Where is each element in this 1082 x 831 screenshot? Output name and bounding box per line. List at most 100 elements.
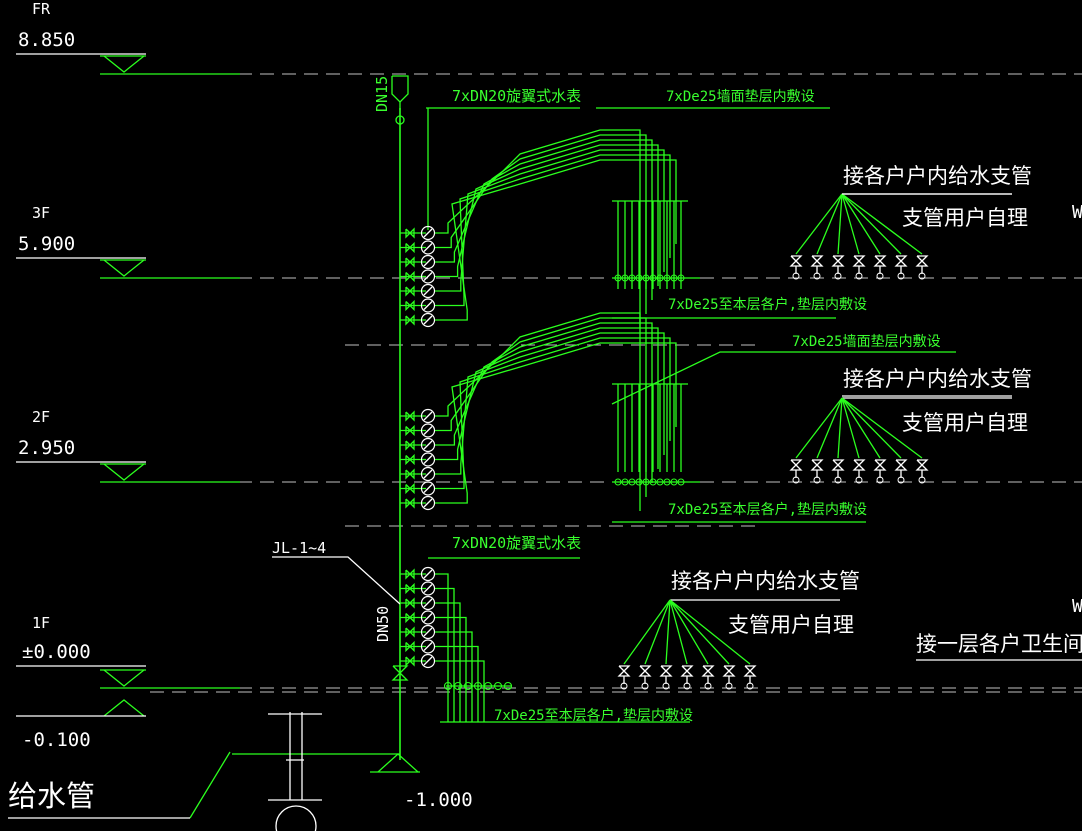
meter-note-1f: 7xDN20旋翼式水表 <box>452 534 581 552</box>
floor-3f-branch-cap <box>813 272 821 280</box>
floor-2f-fan-pipe <box>434 332 665 475</box>
floor-2f-branch-cap <box>918 476 926 484</box>
floor-3f-meter-dial <box>423 257 433 267</box>
floor-3f-branch-valve <box>789 255 803 267</box>
floor-1f-branch-valve <box>722 665 736 677</box>
floor-1f-meter-valve <box>405 597 415 609</box>
floor-3f-meter-valve <box>405 285 415 297</box>
floor-1f-branch-pipe <box>434 660 485 722</box>
floor-1f-branch-fan-line <box>669 599 730 665</box>
floor-2f-branch-valve <box>789 459 803 471</box>
riser-tag-leader <box>272 556 401 605</box>
floor-3f-branch-cap <box>855 272 863 280</box>
floor-3f-joint <box>656 274 664 282</box>
floor-3f-water-meter <box>420 298 436 313</box>
level-minus-0100: -0.100 <box>22 729 91 751</box>
floor-1f-branch-cap <box>662 682 670 690</box>
floor-3f-branch-fan-line <box>837 193 843 255</box>
floor-3f-branch-cap <box>876 272 884 280</box>
floor-1f-branch-cap <box>746 682 754 690</box>
floor-1f-branch-pipe <box>434 587 455 722</box>
floor-3f-meter-valve <box>405 256 415 268</box>
floor-1f-branch-cap <box>725 682 733 690</box>
floor-1f-water-meter <box>420 595 436 611</box>
floor-1f-water-meter <box>420 653 436 669</box>
floor-3f-branch-valve <box>831 255 845 267</box>
floor-1f-branch-cap <box>641 682 649 690</box>
floor-3f-branch-fan-line <box>816 193 843 255</box>
floor-1f-branch-cap <box>620 682 628 690</box>
floor-note-3f: 7xDe25至本层各户,垫层内敷设 <box>668 296 867 313</box>
floor-1f-branch-pipe <box>434 573 449 722</box>
floor-2f-branch-cap <box>792 476 800 484</box>
floor-1f-meter-dial <box>423 656 433 666</box>
floor-3f-water-meter <box>420 283 436 299</box>
floor-3f-meter-dial <box>423 228 433 238</box>
supply-label: 给水管 <box>8 779 95 813</box>
floor-2f-meter-dial <box>423 411 433 421</box>
floor-1f-joint <box>503 681 513 691</box>
floor-1f-meter-dial <box>423 627 433 637</box>
floor-2f-joint <box>656 478 664 486</box>
floor-3f-branch-valve <box>915 255 929 267</box>
level-triangle <box>103 259 145 277</box>
floor-1f-meter-valve <box>405 655 415 667</box>
floor-3f-branch-valve <box>894 255 908 267</box>
floor-3f-water-meter <box>420 312 436 328</box>
floor-2f-meter-dial <box>423 469 433 479</box>
floor-3f-joint <box>649 274 657 282</box>
floor-1f-water-meter <box>420 639 436 654</box>
sewer-note: 接一层各户卫生间污水管 <box>916 632 1082 656</box>
floor-3f-meter-valve <box>405 299 415 312</box>
floor-note-2f: 7xDe25至本层各户,垫层内敷设 <box>668 501 867 518</box>
floor-1f-water-meter <box>420 610 436 625</box>
manhole-circle <box>275 805 317 831</box>
floor-2f-joint <box>621 478 629 486</box>
floor-2f-branch-cap <box>897 476 905 484</box>
floor-2f-joint <box>635 478 643 486</box>
wall-2f-leader <box>611 351 956 405</box>
pipe-network <box>8 53 1082 819</box>
riser-top-size: DN15 <box>373 76 391 112</box>
floor-2f-joint <box>677 478 685 486</box>
floor-2f-meter-valve <box>405 468 415 480</box>
floor-3f-meter-dial <box>423 315 433 325</box>
floor-3f-branch-cap <box>897 272 905 280</box>
floor-1f-branch-pipe <box>434 645 479 722</box>
floor-3f-fan-pipe <box>434 154 671 307</box>
floor-3f-fan-pipe <box>434 159 677 321</box>
floor-3f-branch-cap <box>792 272 800 280</box>
floor-1f-meter-dial <box>423 569 433 579</box>
level-1f-floor: 1F <box>32 614 50 632</box>
floor-1f-water-meter <box>420 624 436 640</box>
floor-2f-meter-valve <box>405 424 415 437</box>
floor-2f-fan-pipe <box>434 337 671 490</box>
floor-3f-meter-valve <box>405 227 415 239</box>
level-triangle <box>103 669 145 687</box>
floor-2f-meter-dial <box>423 440 433 450</box>
floor-1f-branch-valve <box>617 665 631 677</box>
riser-bottom-valve <box>391 665 409 681</box>
floor-2f-meter-dial <box>423 455 433 464</box>
supply-leader <box>189 751 231 819</box>
floor-1f-meter-valve <box>405 626 415 638</box>
floor-1f-branch-valve <box>659 665 673 677</box>
floor-3f-joint <box>621 274 629 282</box>
user-note-3f: 支管用户自理 <box>902 206 1028 230</box>
level-fr-floor: FR <box>32 0 51 18</box>
floor-1f-joint <box>473 681 483 691</box>
floor-3f-meter-valve <box>405 241 415 254</box>
floor-1f-meter-valve <box>405 611 415 624</box>
floor-2f-branch-valve <box>852 459 866 471</box>
level-3f-elevation: 5.900 <box>18 233 75 255</box>
riser-top-cap <box>395 115 405 125</box>
level-fr-elevation: 8.850 <box>18 29 75 51</box>
floor-1f-meter-valve <box>405 568 415 580</box>
floor-1f-branch-cap <box>683 682 691 690</box>
floor-2f-fan-pipe <box>434 327 659 469</box>
floor-2f-branch-valve <box>915 459 929 471</box>
floor-2f-joint <box>642 478 650 486</box>
floor-1f-branch-fan-line <box>665 599 671 665</box>
level-1f-elevation: ±0.000 <box>22 641 91 663</box>
floor-1f-meter-dial <box>423 598 433 608</box>
